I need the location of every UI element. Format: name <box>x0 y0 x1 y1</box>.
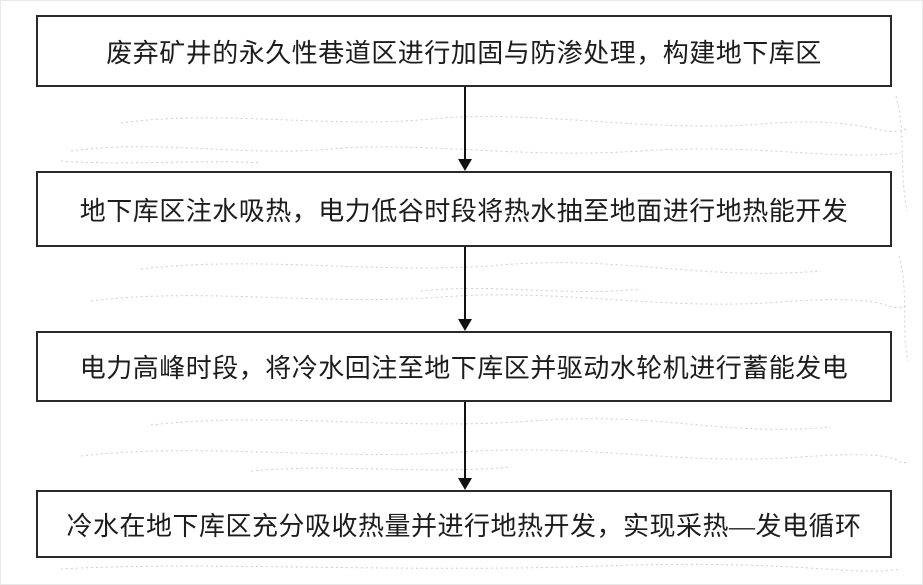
flow-step-reinforce-roadway: 废弃矿井的永久性巷道区进行加固与防渗处理，构建地下库区 <box>36 15 892 87</box>
flow-arrow-1 <box>453 87 477 171</box>
flow-step-peak-reinjection-generation: 电力高峰时段，将冷水回注至地下库区并驱动水轮机进行蓄能发电 <box>36 331 892 402</box>
flow-arrow-3 <box>453 402 477 490</box>
flow-step-2-label: 地下库区注水吸热，电力低谷时段将热水抽至地面进行地热能开发 <box>79 196 849 226</box>
arrow-shaft <box>464 402 466 478</box>
arrow-head-icon <box>458 159 472 171</box>
flow-step-water-injection-heat: 地下库区注水吸热，电力低谷时段将热水抽至地面进行地热能开发 <box>36 171 892 247</box>
flow-arrow-2 <box>453 247 477 331</box>
arrow-head-icon <box>458 478 472 490</box>
flow-step-1-label: 废弃矿井的永久性巷道区进行加固与防渗处理，构建地下库区 <box>106 38 822 68</box>
flow-step-3-label: 电力高峰时段，将冷水回注至地下库区并驱动水轮机进行蓄能发电 <box>79 354 849 383</box>
flow-step-heat-absorption-cycle: 冷水在地下库区充分吸收热量并进行地热开发，实现采热—发电循环 <box>36 490 892 558</box>
flow-step-4-label: 冷水在地下库区充分吸收热量并进行地热开发，实现采热—发电循环 <box>66 511 862 541</box>
arrow-shaft <box>464 247 466 319</box>
arrow-head-icon <box>458 319 472 331</box>
arrow-shaft <box>464 87 466 159</box>
